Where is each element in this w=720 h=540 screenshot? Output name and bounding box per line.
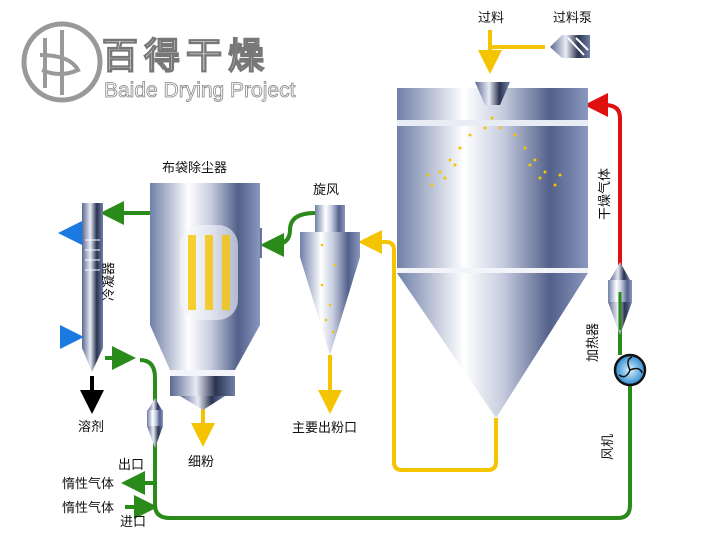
solvent-label: 溶剂 <box>78 420 104 435</box>
outlet-label: 出口 <box>118 458 144 473</box>
condenser <box>82 203 103 372</box>
atomizer <box>475 82 510 105</box>
logo-english: Baide Drying Project <box>104 79 296 102</box>
fine-powder-label: 细粉 <box>188 455 214 470</box>
gas-return-pipe <box>139 358 632 520</box>
fan-label: 风机 <box>601 434 616 460</box>
feed-pump <box>550 35 590 58</box>
feed-pipe <box>478 45 545 74</box>
gas-separator <box>147 398 163 448</box>
fan-icon <box>613 353 647 387</box>
bag-filter <box>150 183 262 410</box>
inert-gas-out-label: 惰性气体 <box>62 476 114 492</box>
inlet-label: 进口 <box>120 515 146 530</box>
company-logo: 百得干燥 Baide Drying Project <box>21 21 296 103</box>
cyclone-label: 旋风 <box>313 183 339 198</box>
feed-label: 过料 <box>478 11 504 26</box>
condenser-label: 冷凝器 <box>101 262 117 301</box>
cyclone-separator <box>300 205 360 355</box>
bag-filter-label: 布袋除尘器 <box>162 161 227 176</box>
logo-chinese: 百得干燥 <box>102 35 270 77</box>
drying-gas-label: 干燥气体 <box>597 168 613 220</box>
feed-pump-label: 过料泵 <box>553 11 592 26</box>
main-outlet-label: 主要出粉口 <box>292 421 357 436</box>
heater-label: 加热器 <box>586 323 601 362</box>
cyclone-to-filter-pipe <box>260 211 316 257</box>
inert-gas-in-label: 惰性气体 <box>62 500 114 516</box>
heater <box>608 262 632 335</box>
drying-gas-pipe <box>584 93 622 268</box>
spray-dryer-chamber <box>397 82 588 418</box>
dryer-to-cyclone-pipe <box>358 230 498 472</box>
spray-particles <box>426 116 562 187</box>
